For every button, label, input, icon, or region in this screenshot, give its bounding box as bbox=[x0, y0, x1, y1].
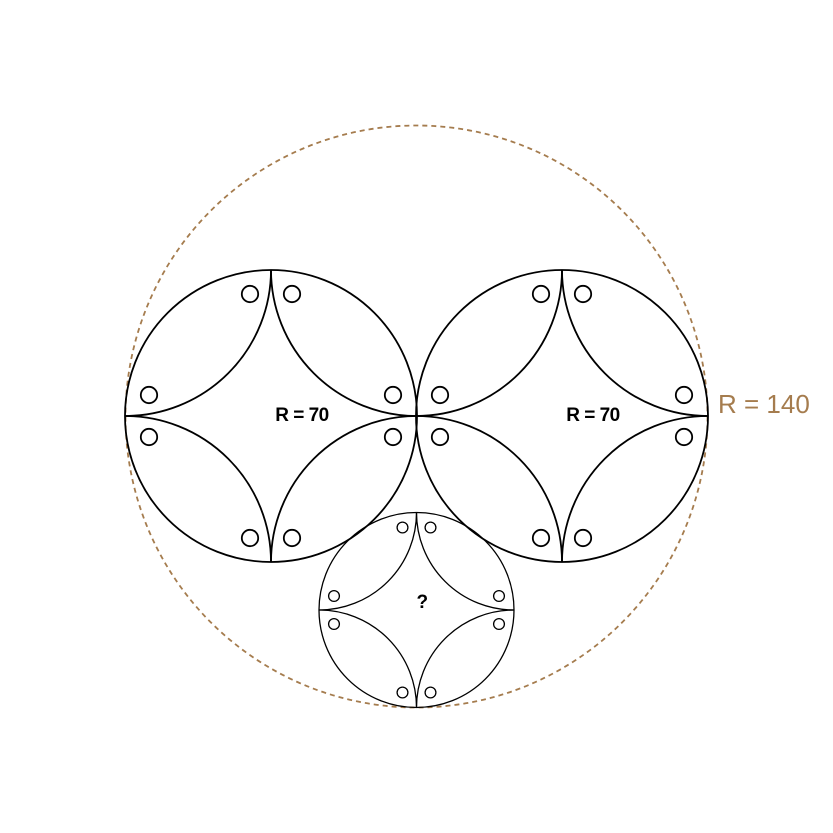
outer-circle-label: R = 140 bbox=[718, 389, 810, 419]
small-circle bbox=[240, 284, 260, 304]
small-circle bbox=[139, 427, 159, 447]
small-circle bbox=[282, 284, 302, 304]
quarter-arc bbox=[124, 415, 272, 563]
quarter-arc bbox=[270, 415, 418, 563]
small-circle bbox=[573, 284, 593, 304]
small-circle bbox=[492, 617, 506, 631]
circle-right-label: R = 70 bbox=[566, 405, 620, 426]
quarter-arc bbox=[415, 512, 515, 611]
quarter-arc bbox=[318, 512, 418, 611]
small-circle bbox=[396, 686, 409, 699]
main-circle bbox=[124, 269, 418, 563]
quarter-arc bbox=[270, 269, 418, 417]
circle-left-label: R = 70 bbox=[275, 405, 329, 426]
small-circle bbox=[424, 521, 437, 534]
small-circle bbox=[531, 284, 551, 304]
small-circle bbox=[674, 385, 694, 405]
main-circle bbox=[415, 269, 709, 563]
quarter-arc bbox=[415, 269, 563, 417]
small-circle bbox=[327, 617, 341, 631]
circle-bottom-label: ? bbox=[416, 592, 427, 613]
small-circle bbox=[674, 427, 694, 447]
small-circle bbox=[531, 528, 551, 548]
circle-right bbox=[415, 269, 709, 563]
quarter-arc bbox=[124, 269, 272, 417]
small-circle bbox=[396, 521, 409, 534]
small-circle bbox=[383, 385, 403, 405]
small-circle bbox=[139, 385, 159, 405]
quarter-arc bbox=[415, 415, 563, 563]
small-circle bbox=[430, 427, 450, 447]
small-circle bbox=[240, 528, 260, 548]
quarter-arc bbox=[415, 609, 515, 708]
small-circle bbox=[492, 589, 506, 603]
circle-left bbox=[124, 269, 418, 563]
quarter-arc bbox=[561, 269, 709, 417]
small-circle bbox=[282, 528, 302, 548]
small-circle bbox=[424, 686, 437, 699]
small-circle bbox=[430, 385, 450, 405]
small-circle bbox=[327, 589, 341, 603]
quarter-arc bbox=[318, 609, 418, 708]
quarter-arc bbox=[561, 415, 709, 563]
small-circle bbox=[573, 528, 593, 548]
small-circle bbox=[383, 427, 403, 447]
circle-bottom bbox=[318, 511, 515, 709]
